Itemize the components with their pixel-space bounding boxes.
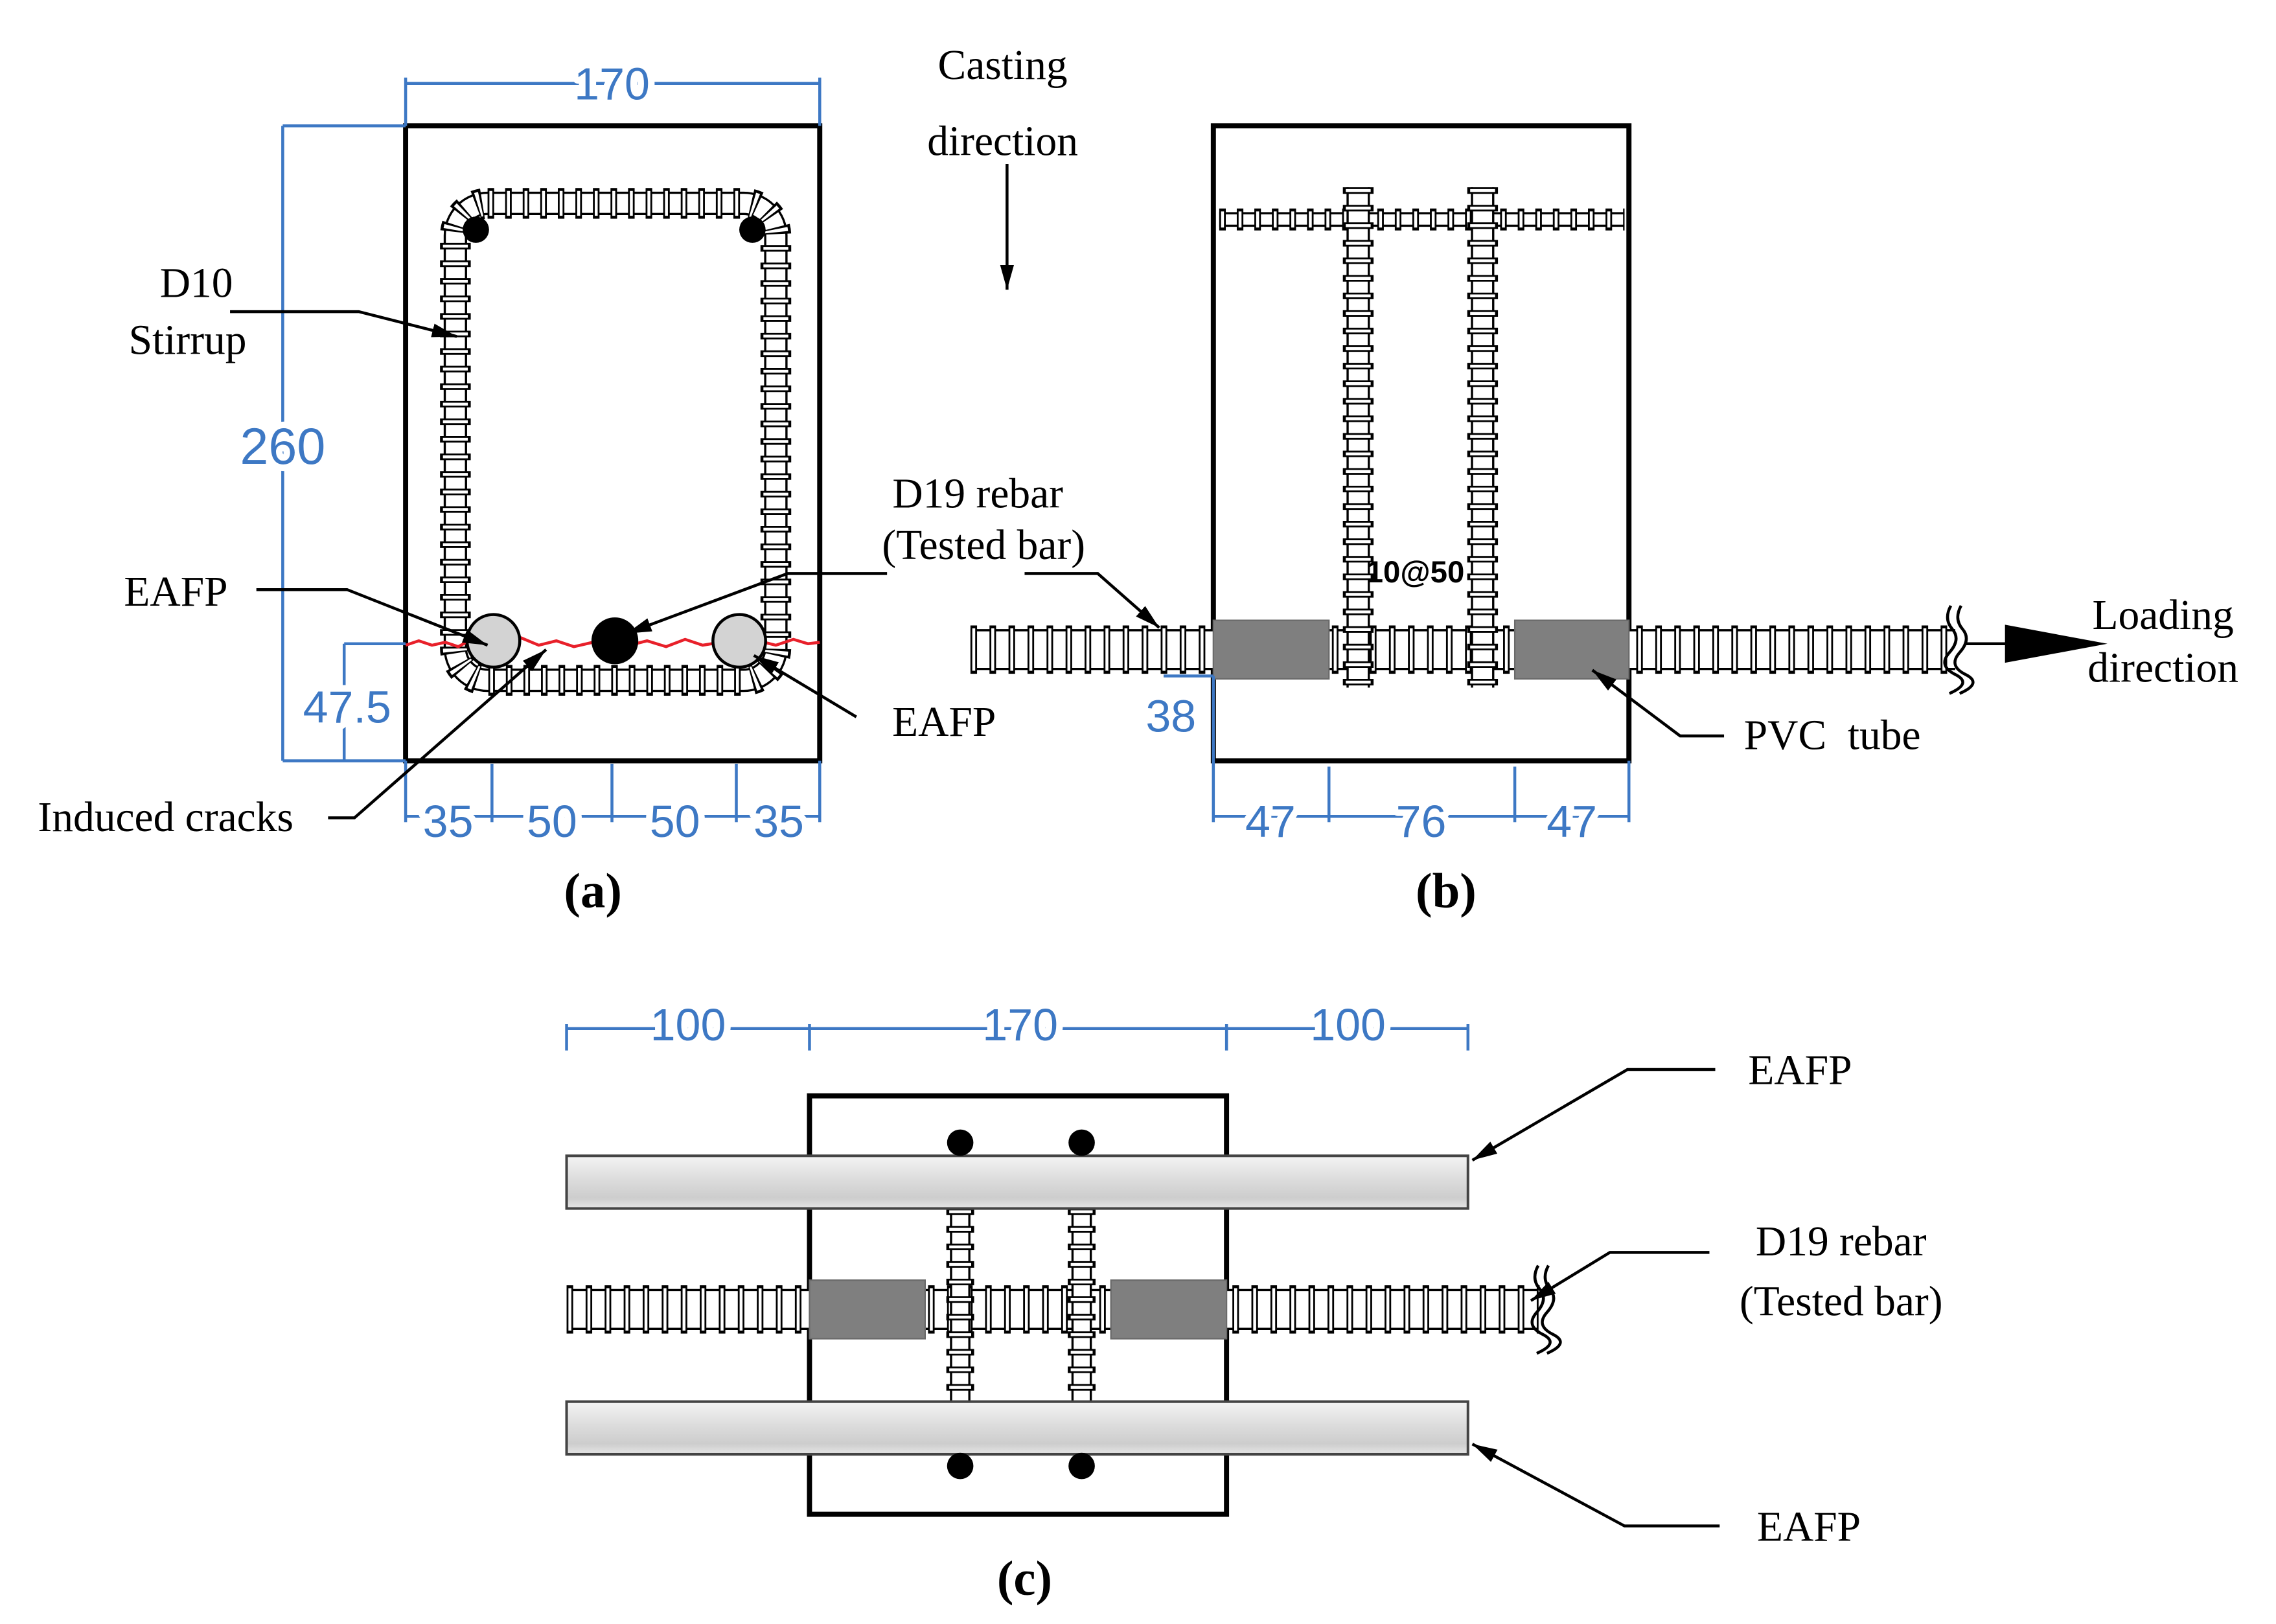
dimension-bottom-spacing: 35 50 50 35 xyxy=(404,761,822,853)
d10-stirrup xyxy=(440,188,792,696)
loading-arrow-head xyxy=(2005,624,2108,663)
dimension-cover-value: 47.5 xyxy=(303,682,391,733)
d19-rebar-callout: D19 rebar (Tested bar) xyxy=(626,471,1160,635)
d19-plan-label-line2: (Tested bar) xyxy=(1740,1278,1943,1325)
d19-plan-leader-arrow xyxy=(1530,1251,1710,1302)
d19-label-line2: (Tested bar) xyxy=(882,522,1085,569)
panel-b-label: (b) xyxy=(1416,863,1477,918)
panel-c-label: (c) xyxy=(997,1551,1052,1606)
stirrup-leader-arrow xyxy=(230,310,457,338)
loading-label-line1: Loading xyxy=(2093,592,2234,639)
eafp-top-label: EAFP xyxy=(1748,1047,1852,1094)
dimension-height-value: 260 xyxy=(240,417,325,475)
dimension-bottom-1: 35 xyxy=(423,796,474,847)
dimension-c-2: 170 xyxy=(982,1000,1058,1050)
panel-c: 100 170 100 EAFP D19 rebar (Tested bar) … xyxy=(565,993,1943,1606)
eafp-top-leader-arrow xyxy=(1471,1068,1716,1161)
eafp-plan-top xyxy=(565,1154,1469,1210)
dimension-c-1: 100 xyxy=(650,1000,726,1050)
eafp-right-label: EAFP xyxy=(892,699,996,746)
dimension-b-2: 76 xyxy=(1396,796,1447,847)
corner-bar-plan-4 xyxy=(1068,1452,1095,1480)
dimension-bottom-3: 50 xyxy=(650,796,700,847)
d19-leader-to-b xyxy=(1024,572,1160,629)
dimension-bottom-b: 47 76 47 xyxy=(1212,761,1631,853)
loading-direction: Loading direction xyxy=(1965,592,2238,691)
casting-label-line2: direction xyxy=(927,118,1078,165)
d19-leader-to-a xyxy=(626,572,888,635)
corner-bar-left xyxy=(463,216,489,243)
pvc-tube-plan-left xyxy=(809,1279,926,1340)
stirrup-label-line2: Stirrup xyxy=(129,317,247,364)
dimension-width-value: 170 xyxy=(574,59,650,109)
dimension-b-3: 47 xyxy=(1546,796,1597,847)
dimension-width: 170 xyxy=(404,52,822,126)
dimension-bottom-2: 50 xyxy=(527,796,577,847)
eafp-left-label: EAFP xyxy=(124,569,227,615)
corner-bar-right xyxy=(739,216,766,243)
dimension-cover: 47.5 xyxy=(296,642,406,761)
corner-bar-plan-3 xyxy=(947,1452,974,1480)
dimension-bottom-4: 35 xyxy=(753,796,804,847)
bar-break-symbol xyxy=(1943,604,1975,695)
corner-bar-plan-1 xyxy=(947,1129,974,1156)
eafp-bar-right xyxy=(711,613,767,669)
casting-direction: Casting direction xyxy=(927,42,1078,290)
panel-b: 10@50 38 47 76 47 Loading direction PVC … xyxy=(970,123,2238,918)
pvc-leader-arrow xyxy=(1591,669,1725,738)
dimension-height: 260 xyxy=(233,124,406,762)
panel-a: 170 260 47.5 35 50 50 35 D10 Stirrup xyxy=(38,52,996,918)
eafp-plan-bottom xyxy=(565,1400,1469,1456)
eafp-bottom-label: EAFP xyxy=(1757,1504,1861,1550)
eafp-right-leader-arrow xyxy=(753,654,857,718)
dimension-b-1: 47 xyxy=(1245,796,1296,847)
cracks-leader-arrow xyxy=(328,648,547,819)
cracks-label: Induced cracks xyxy=(38,794,293,841)
loading-label-line2: direction xyxy=(2087,645,2238,691)
casting-label-line1: Casting xyxy=(938,42,1068,89)
pvc-tube-label: PVC tube xyxy=(1744,712,1921,759)
eafp-bottom-leader-arrow xyxy=(1471,1443,1720,1527)
d19-plan-label-line1: D19 rebar xyxy=(1756,1218,1927,1265)
pvc-tube-plan-right xyxy=(1110,1279,1228,1340)
dimension-c-3: 100 xyxy=(1310,1000,1386,1050)
pvc-tube-left xyxy=(1212,619,1330,680)
d19-label-line1: D19 rebar xyxy=(892,471,1063,518)
dimension-cover-b: 38 xyxy=(1139,674,1215,761)
eafp-left-leader-arrow xyxy=(256,588,489,647)
dimension-top-c: 100 170 100 xyxy=(565,993,1470,1057)
stirrup-label-line1: D10 xyxy=(160,260,233,306)
rebar-core xyxy=(446,194,786,690)
d19-tested-bar xyxy=(591,617,639,665)
pvc-tube-right xyxy=(1513,619,1630,680)
dimension-cover-b-value: 38 xyxy=(1145,691,1196,741)
corner-bar-plan-2 xyxy=(1068,1129,1095,1156)
panel-a-label: (a) xyxy=(564,863,622,918)
stirrup-spacing-label: 10@50 xyxy=(1366,555,1465,589)
